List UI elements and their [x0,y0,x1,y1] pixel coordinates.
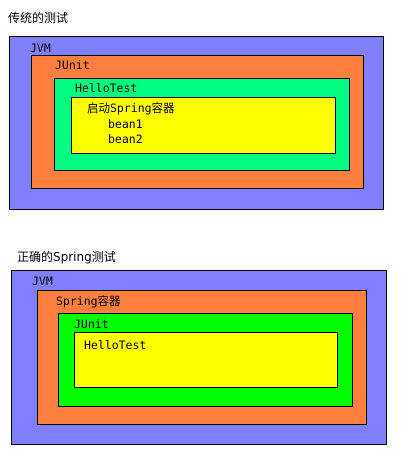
diagram1-spring-box: 启动Spring容器 bean1 bean2 [71,97,336,154]
diagram1-junit-label: JUnit [55,58,90,72]
diagram1-hellotest-label: HelloTest [75,81,138,95]
diagram1-spring-label: 启动Spring容器 [87,101,175,115]
diagram2-title: 正确的Spring测试 [17,250,116,264]
diagram2-hellotest-label: HelloTest [84,338,147,352]
diagram2-hellotest-box: HelloTest [74,332,338,388]
diagram1-bean2-label: bean2 [108,132,143,146]
diagram1-title: 传统的测试 [8,11,69,25]
diagram2-junit-label: JUnit [74,317,109,331]
diagram2-jvm-label: JVM [32,274,53,288]
diagram2-spring-label: Spring容器 [56,294,121,308]
diagram1-bean1-label: bean1 [108,117,143,131]
diagram1-jvm-label: JVM [30,41,51,55]
